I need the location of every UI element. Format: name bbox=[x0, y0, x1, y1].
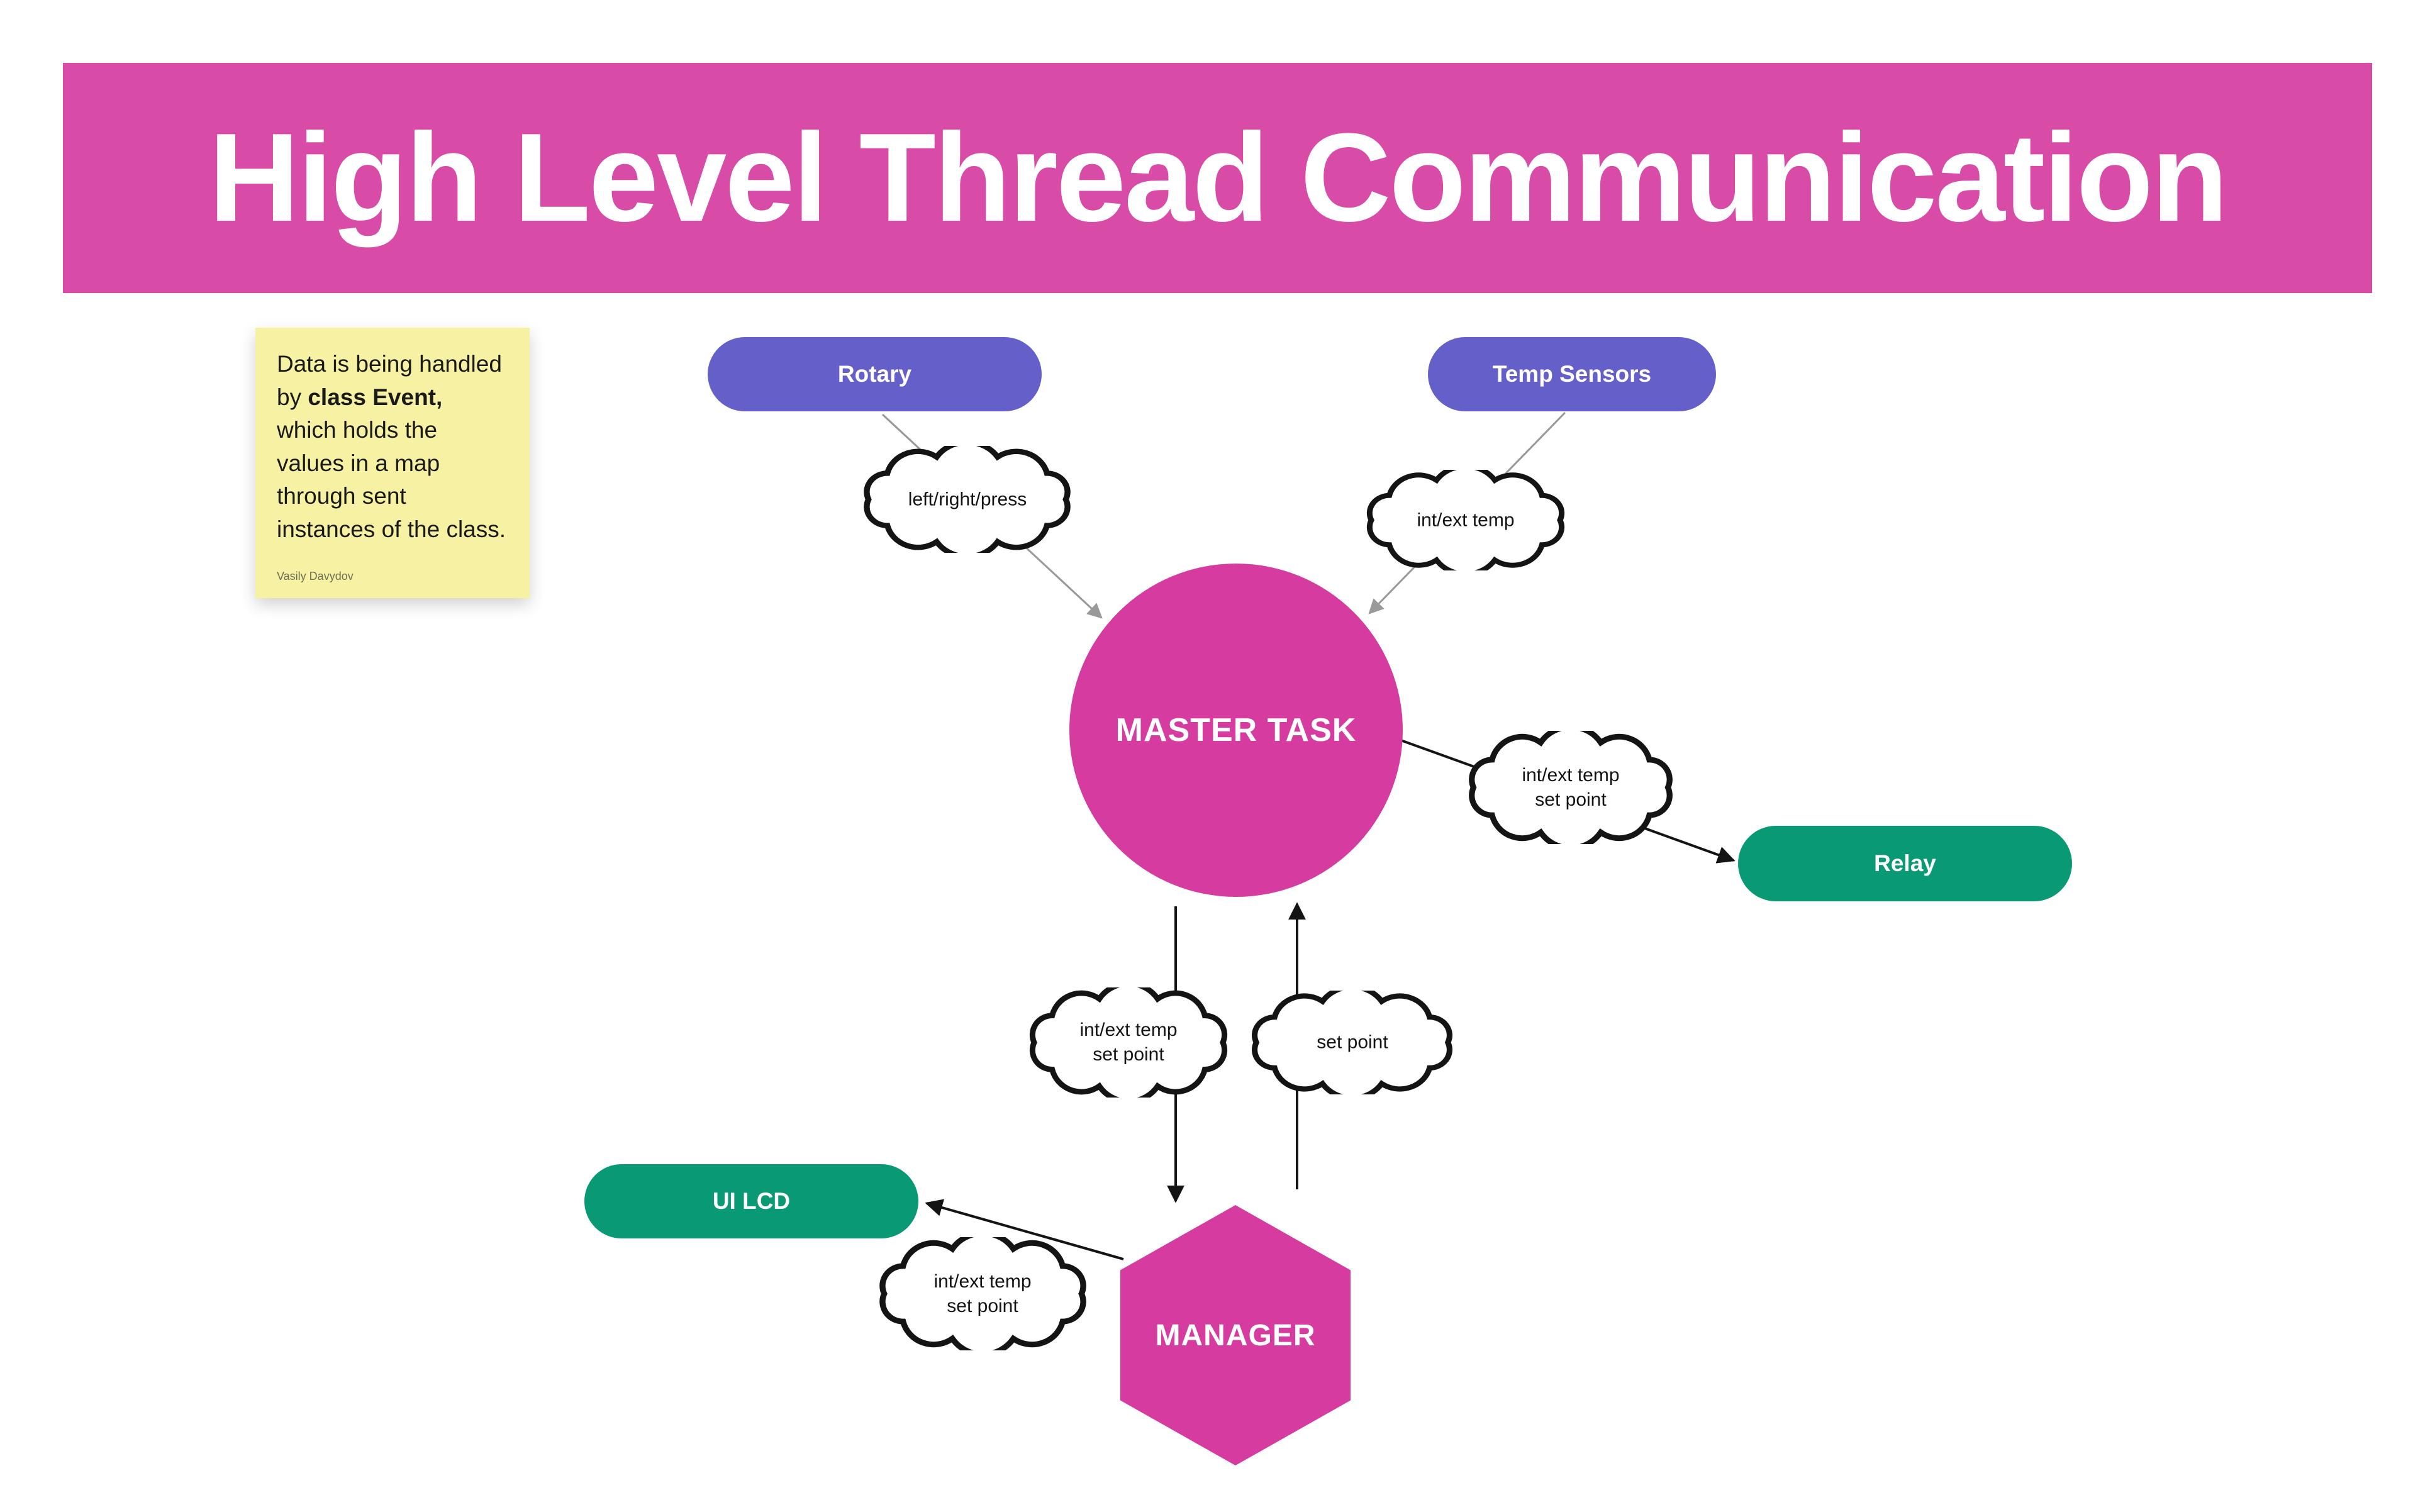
node-temp-sensors-label: Temp Sensors bbox=[1492, 361, 1652, 387]
node-ui-lcd: UI LCD bbox=[584, 1164, 918, 1238]
title-banner: High Level Thread Communication bbox=[63, 63, 2372, 293]
cloud-label-rotary-to-master: left/right/press bbox=[908, 489, 1027, 510]
note-author: Vasily Davydov bbox=[277, 570, 354, 582]
cloud-label-master-to-relay: int/ext temp set point bbox=[1522, 765, 1620, 810]
node-manager: MANAGER bbox=[1120, 1205, 1351, 1465]
note-text-bold: class Event, bbox=[308, 384, 443, 410]
node-rotary-label: Rotary bbox=[837, 361, 912, 387]
cloud-label-temp-to-master: int/ext temp bbox=[1417, 509, 1515, 531]
node-temp-sensors: Temp Sensors bbox=[1428, 337, 1716, 411]
page-title: High Level Thread Communication bbox=[208, 108, 2228, 248]
sticky-note: Data is being handled by class Event, wh… bbox=[255, 328, 530, 598]
node-master-task-label: MASTER TASK bbox=[1115, 712, 1357, 748]
node-ui-lcd-label: UI LCD bbox=[712, 1188, 791, 1214]
node-rotary: Rotary bbox=[708, 337, 1042, 411]
node-relay: Relay bbox=[1738, 826, 2072, 901]
cloud-label-manager-to-uilcd: int/ext temp set point bbox=[933, 1271, 1032, 1316]
cloud-label-manager-to-master: set point bbox=[1317, 1031, 1388, 1053]
node-master-task: MASTER TASK bbox=[1069, 564, 1403, 897]
node-relay-label: Relay bbox=[1874, 850, 1936, 876]
note-text: Data is being handled by class Event, wh… bbox=[277, 348, 508, 546]
note-text-after: which holds the values in a map through … bbox=[277, 417, 506, 542]
node-manager-label: MANAGER bbox=[1155, 1318, 1316, 1352]
arrow-manager-to-uilcd bbox=[925, 1199, 1124, 1260]
note-text-before: Data is being handled by bbox=[277, 351, 502, 410]
cloud-label-master-to-manager: int/ext temp set point bbox=[1079, 1020, 1178, 1065]
